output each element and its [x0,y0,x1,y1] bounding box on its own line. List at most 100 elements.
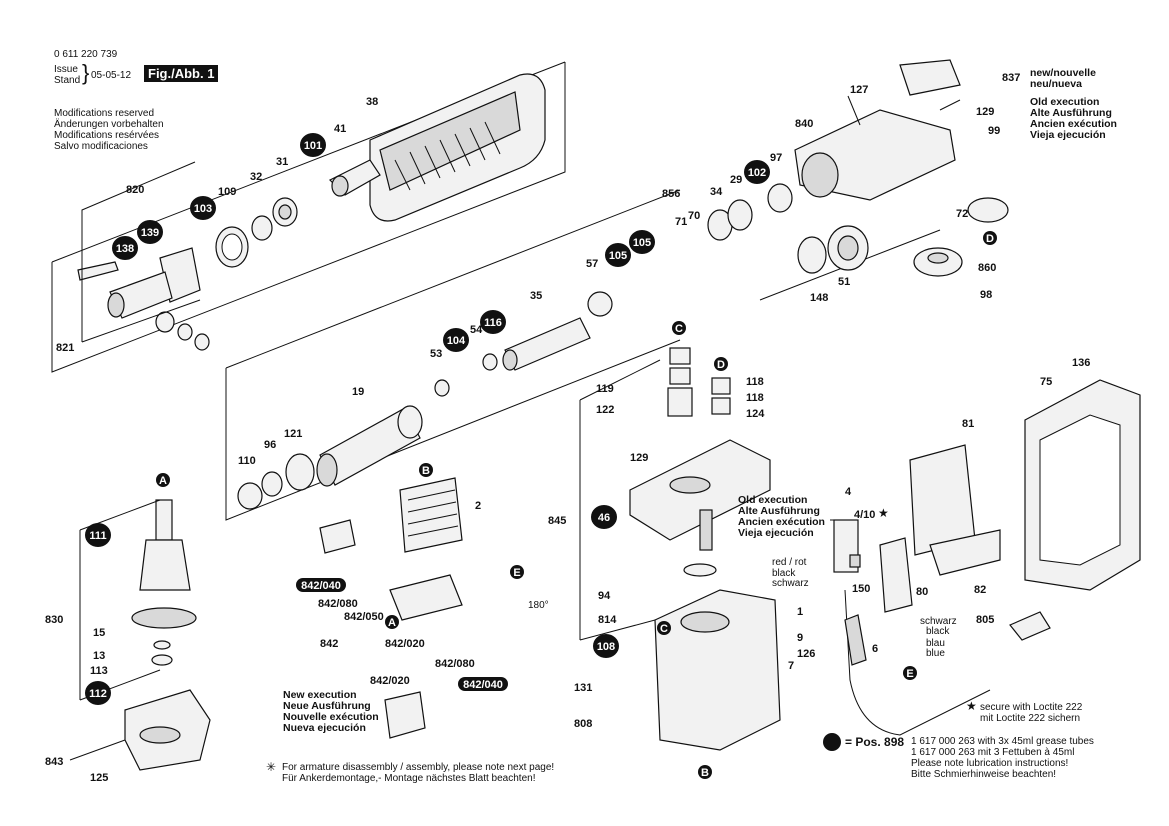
part-814: 814 [598,614,617,626]
seal-109 [215,226,249,268]
spring-set-34-29 [707,183,793,241]
stator-2 [399,477,463,553]
letter-d-top: D [714,357,728,371]
star-icon-4-10: ★ [878,506,889,520]
part-842-020-a: 842/020 [385,638,425,650]
part-96: 96 [264,439,277,451]
loctite-2: mit Loctite 222 sichern [980,713,1081,724]
svg-text:101: 101 [304,140,322,152]
callout-111: 111 [85,523,111,547]
leader-lines [69,95,961,761]
part-13: 13 [93,650,106,662]
part-820: 820 [126,184,145,196]
part-118a: 118 [746,376,764,388]
part-51: 51 [838,276,851,288]
armature-830 [131,499,197,666]
part-15: 15 [93,627,106,639]
svg-text:D: D [717,359,725,371]
callout-139: 139 [137,220,163,244]
old-exec-mid-2: Alte Ausführung [738,505,820,517]
new-exec-4: Nueva ejecución [283,722,366,734]
part-124: 124 [746,408,765,420]
svg-text:112: 112 [89,688,107,700]
part-843: 843 [45,756,64,768]
part-122: 122 [596,404,615,416]
callout-116: 116 [480,310,506,334]
part-57: 57 [586,258,599,270]
loctite-1: secure with Loctite 222 [980,702,1083,713]
star-icon: ★ [966,699,977,713]
part-119: 119 [596,383,614,395]
callout-842-040-b: 842/040 [458,677,508,691]
old-exec-mid-3: Ancien exécution [738,516,825,528]
part-129-mid: 129 [630,452,649,464]
new-line-2: neu/nueva [1030,78,1082,90]
part-126: 126 [797,648,816,660]
part-32: 32 [250,171,263,183]
old-exec-right-2: Alte Ausführung [1030,107,1112,119]
letter-b-bot: B [698,765,712,779]
part-830: 830 [45,614,64,626]
switch-4 [833,519,861,573]
tool-holder-19 [316,405,423,487]
callout-103: 103 [190,196,216,220]
grease-bullet-icon [823,733,841,751]
svg-text:105: 105 [633,237,651,249]
issue-date: 05-05-12 [91,70,132,81]
svg-text:138: 138 [116,243,134,255]
cable-6 [844,589,1051,736]
old-exec-right-4: Vieja ejecución [1030,129,1106,141]
svg-text:104: 104 [447,335,466,347]
svg-text:139: 139 [141,227,159,239]
part-856: 856 [662,188,681,200]
part-29: 29 [730,174,743,186]
part-110: 110 [238,455,256,467]
shaft-41 [328,159,381,197]
part-38: 38 [366,96,379,108]
part-75: 75 [1040,376,1053,388]
mod-line-3: Modifications resérvées [54,130,160,141]
part-842-080-b: 842/080 [435,658,475,670]
part-72: 72 [956,208,969,220]
ring-32 [251,215,273,241]
svg-text:E: E [906,668,913,680]
gear-72 [967,197,1009,223]
part-82: 82 [974,584,987,596]
svg-text:103: 103 [194,203,212,215]
letter-c-top: C [672,321,686,335]
svg-text:842/040: 842/040 [463,679,503,691]
svg-text:842/040: 842/040 [301,580,341,592]
grease-pos: = Pos. 898 [845,735,905,749]
new-exec-3: Nouvelle exécution [283,711,379,723]
callout-105a: 105 [605,243,631,267]
callout-101: 101 [300,133,326,157]
part-80: 80 [916,586,929,598]
part-54: 54 [470,324,483,336]
svg-text:102: 102 [748,167,766,179]
part-842-050: 842/050 [344,611,384,623]
svg-text:C: C [675,323,683,335]
mod-line-4: Salvo modificaciones [54,141,148,152]
gear-cover-845 [629,347,771,541]
part-34: 34 [710,186,723,198]
new-exec-2: Neue Ausführung [283,700,371,712]
letter-a-mid: A [385,615,399,629]
part-7: 7 [788,660,795,672]
svg-text:46: 46 [598,512,610,524]
part-4: 4 [845,486,852,498]
old-exec-mid-1: Old execution [738,494,808,506]
housing-843 [124,689,211,771]
grease-1: 1 617 000 263 with 3x 45ml grease tubes [911,736,1094,747]
grease-2: 1 617 000 263 mit 3 Fettuben à 45ml [911,747,1075,758]
part-71: 71 [675,216,688,228]
callout-102: 102 [744,160,770,184]
handle-75 [1024,379,1141,591]
stand-label: Stand [54,75,81,86]
rings-821 [155,311,210,351]
gear-860 [913,247,963,277]
callout-112: 112 [85,681,111,705]
part-41: 41 [334,123,347,135]
flange-820 [107,247,201,319]
part-125: 125 [90,772,109,784]
part-97: 97 [770,152,783,164]
